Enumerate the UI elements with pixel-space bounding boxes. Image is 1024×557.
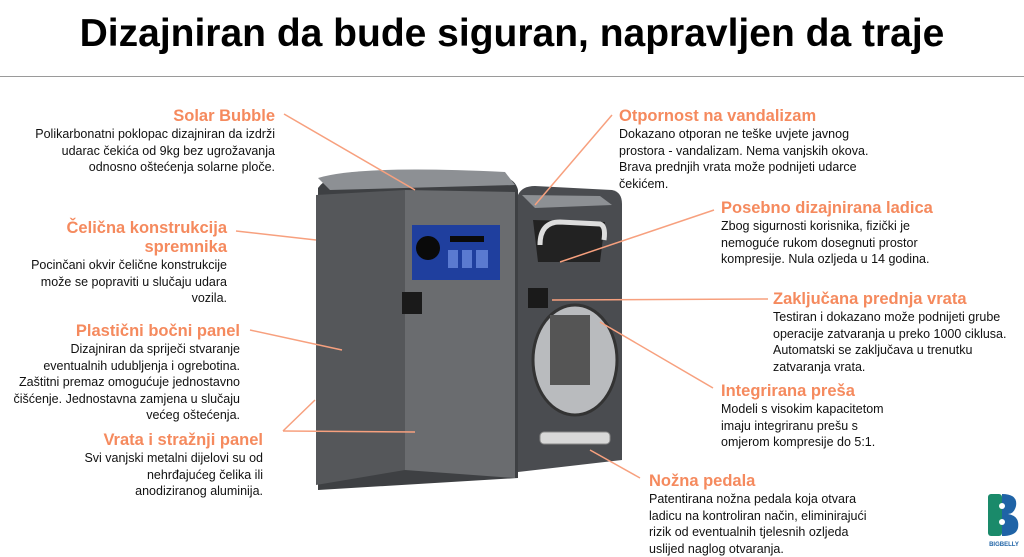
callout-lines — [235, 113, 769, 479]
callout-plastic-side-panel: Plastični bočni panel Dizajniran da spri… — [8, 322, 240, 424]
callout-body: Svi vanjski metalni dijelovi su od nehrđ… — [84, 451, 263, 498]
callout-heading: Vrata i stražnji panel — [103, 431, 263, 449]
callout-heading: Integrirana preša — [721, 382, 855, 400]
svg-text:BIGBELLY: BIGBELLY — [989, 542, 1019, 548]
bigbelly-logo: BIGBELLY — [984, 492, 1024, 548]
callout-solar-bubble: Solar Bubble Polikarbonatni poklopac diz… — [15, 107, 275, 176]
callout-body: Modeli s visokim kapacitetom imaju integ… — [721, 402, 884, 449]
callout-body: Polikarbonatni poklopac dizajniran da iz… — [35, 127, 275, 174]
callout-special-drawer: Posebno dizajnirana ladica Zbog sigurnos… — [721, 199, 946, 268]
callout-heading: Plastični bočni panel — [75, 322, 240, 340]
callout-body: Dizajniran da spriječi stvaranje eventua… — [13, 342, 240, 422]
callout-door-back-panel: Vrata i stražnji panel Svi vanjski metal… — [73, 431, 263, 500]
left-bin-unit — [316, 169, 518, 490]
callout-heading: Zaključana prednja vrata — [773, 290, 967, 308]
callout-integrated-press: Integrirana preša Modeli s visokim kapac… — [721, 382, 896, 451]
callout-heading: Otpornost na vandalizam — [619, 107, 817, 125]
callout-locked-front-door: Zaključana prednja vrata Testiran i doka… — [773, 290, 1023, 375]
callout-heading: Čelična konstrukcija spremnika — [66, 219, 227, 256]
right-bin-unit — [518, 186, 622, 472]
callout-foot-pedal: Nožna pedala Patentirana nožna pedala ko… — [649, 472, 874, 557]
callout-body: Pocinčani okvir čelične konstrukcije mož… — [31, 258, 227, 305]
callout-steel-construction: Čelična konstrukcija spremnika Pocinčani… — [12, 219, 227, 307]
divider — [0, 76, 1024, 77]
callout-body: Patentirana nožna pedala koja otvara lad… — [649, 492, 867, 556]
lock-icon — [402, 292, 422, 314]
page-title: Dizajniran da bude siguran, napravljen d… — [79, 12, 945, 55]
callout-body: Testiran i dokazano može podnijeti grube… — [773, 310, 1007, 374]
callout-heading: Posebno dizajnirana ladica — [721, 199, 933, 217]
callout-vandal-resistance: Otpornost na vandalizam Dokazano otporan… — [619, 107, 889, 192]
callout-heading: Solar Bubble — [173, 107, 275, 125]
callout-body: Zbog sigurnosti korisnika, fizički je ne… — [721, 219, 930, 266]
callout-body: Dokazano otporan ne teške uvjete javnog … — [619, 127, 869, 191]
callout-heading: Nožna pedala — [649, 472, 756, 490]
